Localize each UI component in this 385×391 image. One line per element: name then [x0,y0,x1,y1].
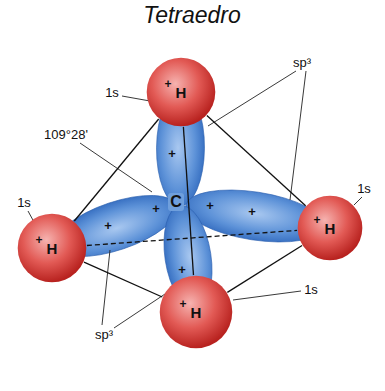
tetrahedron-edge [87,230,297,245]
charge-sign: + [104,219,112,232]
orbital-label: sp³ [95,328,113,341]
leader-line [208,71,296,126]
orbital-label: 1s [17,196,31,209]
atom-symbol: H [47,241,58,256]
hydrogen-sphere: H+ [17,213,87,283]
tetrahedron-edge [183,127,193,275]
leader-line [122,96,150,101]
atom-symbol: C [168,193,184,211]
hydrogen-sphere: H+ [146,57,216,127]
leader-line [102,250,110,325]
diagram-title: Tetraedro [143,4,241,27]
atom-symbol: H [325,221,336,236]
orbital-label: 1s [357,182,371,195]
charge-sign: + [179,298,186,310]
charge-sign: + [168,147,176,160]
hydrogen-sphere: H+ [297,195,363,261]
charge-sign: + [35,234,42,246]
leader-line [354,197,362,205]
angle-label: 109°28' [44,128,88,141]
orbital-label: sp³ [293,56,311,69]
orbital-label: 1s [304,283,318,296]
atom-symbol: H [191,305,202,320]
tetrahedron-edge [227,246,302,293]
charge-sign: + [313,214,320,226]
leader-line [80,143,152,192]
leader-line [290,71,306,200]
atom-symbol: H [176,85,187,100]
charge-sign: + [178,263,186,276]
leader-line [233,291,301,300]
charge-sign: + [164,78,171,90]
charge-sign: + [152,202,160,215]
tetrahedron-edge [207,116,306,206]
charge-sign: + [248,205,256,218]
charge-sign: + [206,199,214,212]
orbital-label: 1s [105,86,119,99]
hydrogen-sphere: H+ [159,275,233,349]
tetrahedron-edge [84,262,162,297]
